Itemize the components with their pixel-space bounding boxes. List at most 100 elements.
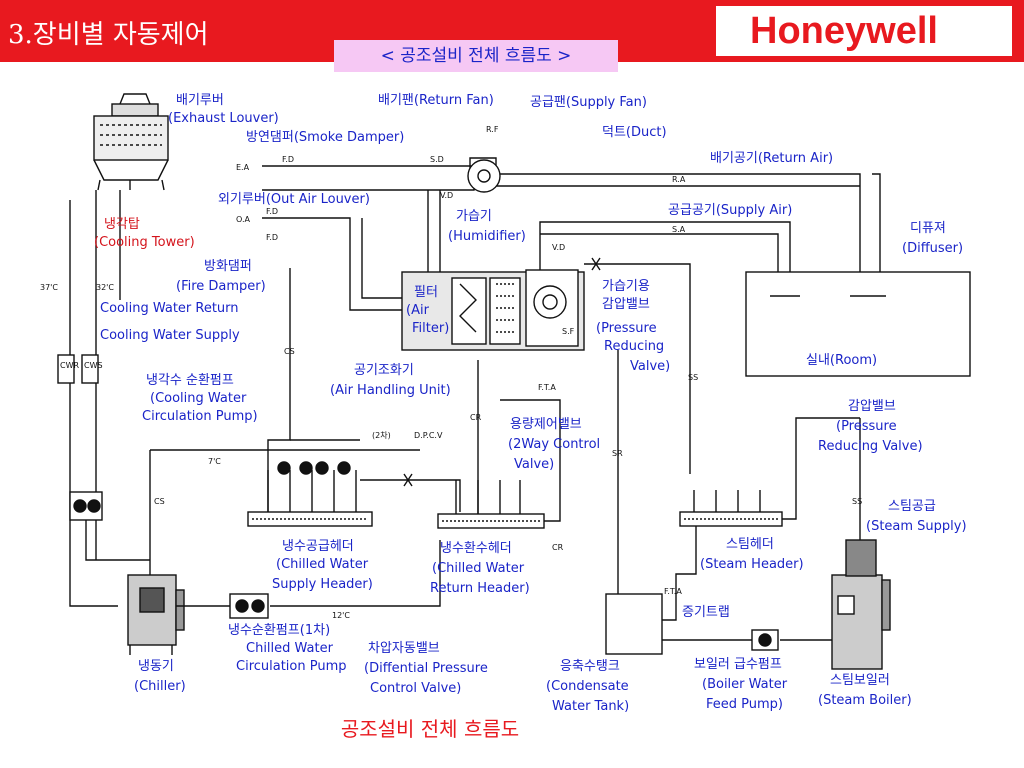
room-box [745,271,971,377]
label-cooling-tower-en: (Cooling Tower) [94,235,195,250]
label-ra: R.A [672,175,686,184]
label-twoway-2: (2Way Control [508,437,600,452]
label-supply-air: 공급공기(Supply Air) [668,203,792,218]
chw-supply-valves [267,461,357,512]
label-sd: S.D [430,155,444,164]
cooling-water-pump-icon [69,491,103,521]
condensate-tank-icon [605,593,663,655]
label-cooling-tower-ko: 냉각탑 [104,217,140,232]
label-dpcv: D.P.C.V [414,431,443,440]
label-chiller-2: (Chiller) [134,679,186,694]
label-t12: 12'C [332,611,350,620]
label-ahu-ko: 공기조화기 [354,363,414,378]
label-dpcv-1: 차압자동밸브 [368,641,440,656]
return-fan-icon [467,159,501,193]
label-chw-supply-hdr-3: Supply Header) [272,577,373,592]
label-vd1: V.D [440,191,453,200]
label-t32: 32'C [96,283,114,292]
label-hum-prv-3: (Pressure [596,321,657,336]
label-ss1: SS [688,373,698,382]
label-diffuser-ko: 디퓨져 [910,221,946,236]
label-hum-prv-4: Reducing [604,339,664,354]
chilled-water-supply-header [247,511,373,527]
page-title: 3.장비별 자동제어 [8,20,209,50]
label-cs2: CS [284,347,295,356]
label-steam-trap: 증기트랩 [682,605,730,620]
label-dpcv-3: Control Valve) [370,681,461,696]
label-cr1: CR [470,413,482,422]
label-twoway-1: 용량제어밸브 [510,417,582,432]
label-hum-prv-2: 감압밸브 [602,297,650,312]
label-ss2: SS [852,497,862,506]
label-steam-header-1: 스팀헤더 [726,537,774,552]
label-filter-ko: 필터 [414,285,438,300]
label-humidifier-ko: 가습기 [456,209,492,224]
label-fta2: F.T.A [664,587,682,596]
diagram-subtitle: < 공조설비 전체 흐름도 > [334,40,618,72]
steam-header [679,511,783,527]
boiler-feed-pump-icon [751,629,779,651]
label-fd2: F.D [266,207,278,216]
label-sr: SR [612,449,623,458]
label-room: 실내(Room) [806,353,877,368]
label-cws: CWS [84,361,103,370]
chilled-water-pump-icon [229,593,269,619]
cooling-tower-icon [93,93,169,191]
label-sf: S.F [562,327,575,336]
label-boiler-2: (Steam Boiler) [818,693,912,708]
label-chw-return-hdr-2: (Chilled Water [432,561,525,576]
label-sa: S.A [672,225,686,234]
label-t37: 37'C [40,283,58,292]
label-humidifier-en: (Humidifier) [448,229,526,244]
label-bfw-pump-3: Feed Pump) [706,697,783,712]
label-oa: O.A [236,215,251,224]
label-ahu-en: (Air Handling Unit) [330,383,451,398]
label-chw-return-hdr-3: Return Header) [430,581,530,596]
label-hum-prv-1: 가습기용 [602,279,650,294]
label-fta1: F.T.A [538,383,556,392]
label-return-fan: 배기팬(Return Fan) [378,93,494,108]
label-chw-supply-hdr-1: 냉수공급헤더 [282,539,354,554]
label-chw-pump-2: Chilled Water [246,641,334,656]
label-bfw-pump-2: (Boiler Water [702,677,788,692]
diagram-caption: 공조설비 전체 흐름도 [340,717,520,741]
label-duct: 덕트(Duct) [602,125,667,140]
label-chw-pump-3: Circulation Pump [236,659,347,674]
label-rf: R.F [486,125,499,134]
label-prv-3: Reducing Valve) [818,439,923,454]
label-steam-supply-2: (Steam Supply) [866,519,967,534]
label-smoke-damper: 방연댐퍼(Smoke Damper) [246,130,404,145]
label-t7: 7'C [208,457,221,466]
pipe-tags: E.A O.A F.D F.D F.D S.D R.F V.D V.D R.A … [40,125,862,620]
label-ea: E.A [236,163,250,172]
logo-text: Honeywell [750,10,938,52]
label-cw-return: Cooling Water Return [100,301,239,316]
label-steam-header-2: (Steam Header) [700,557,804,572]
honeywell-logo: Honeywell [716,6,1012,56]
label-exhaust-louver-en: (Exhaust Louver) [168,111,279,126]
label-supply-fan: 공급팬(Supply Fan) [530,95,647,110]
label-fire-damper-ko: 방화댐퍼 [204,259,252,274]
label-cwc-pump-3: Circulation Pump) [142,409,258,424]
label-cond-tank-1: 응축수탱크 [560,659,620,674]
label-prv-2: (Pressure [836,419,897,434]
label-filter-en2: Filter) [412,321,449,336]
steam-boiler-icon [831,539,891,670]
label-hum-prv-5: Valve) [630,359,670,374]
label-boiler-1: 스팀보일러 [830,673,890,688]
label-out-air-louver: 외기루버(Out Air Louver) [218,192,370,207]
label-cwc-pump-1: 냉각수 순환펌프 [146,373,234,388]
label-two: (2차) [372,431,391,440]
label-cr2: CR [552,543,564,552]
label-diffuser-en: (Diffuser) [902,241,963,256]
label-chw-supply-hdr-2: (Chilled Water [276,557,369,572]
label-cond-tank-2: (Condensate [546,679,629,694]
label-filter-en1: (Air [406,303,430,318]
label-cwc-pump-2: (Cooling Water [150,391,247,406]
label-chw-pump-1: 냉수순환펌프(1차) [228,623,330,638]
label-chiller-1: 냉동기 [138,659,174,674]
label-return-air: 배기공기(Return Air) [710,151,833,166]
label-fd1: F.D [282,155,294,164]
label-prv-1: 감압밸브 [848,399,896,414]
